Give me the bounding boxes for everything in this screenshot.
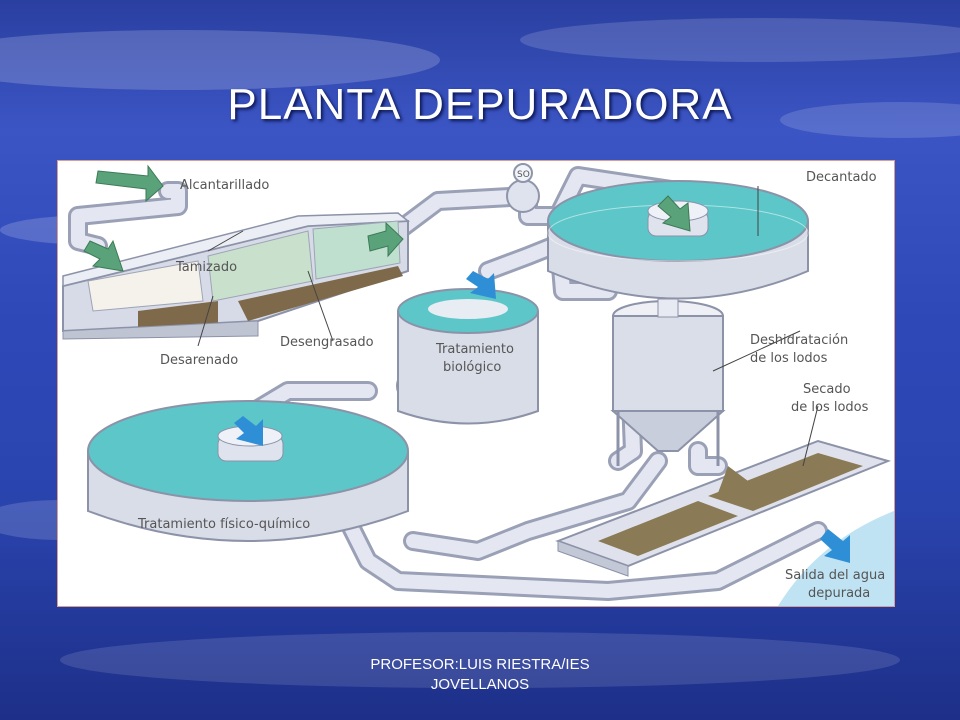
label-salida-line1: Salida del agua [785, 568, 885, 583]
label-tratamiento-biologico-line1: Tratamiento [435, 342, 514, 357]
label-secado-line1: Secado [803, 382, 851, 397]
valve-icon: SO [506, 163, 540, 213]
physicochemical-tank [87, 400, 409, 542]
label-secado-line2: de los lodos [791, 400, 869, 415]
label-desarenado: Desarenado [160, 353, 238, 368]
biological-tank [397, 288, 539, 425]
pretreatment-channel [62, 212, 411, 340]
footer-line-2: JOVELLANOS [430, 676, 530, 693]
label-deshidratacion-line1: Deshidratación [750, 333, 848, 348]
svg-text:SO: SO [517, 170, 530, 180]
label-alcantarillado: Alcantarillado [180, 178, 269, 193]
label-decantado: Decantado [806, 170, 877, 185]
label-deshidratacion-line2: de los lodos [750, 351, 828, 366]
drying-beds [555, 439, 892, 577]
label-desengrasado: Desengrasado [280, 335, 374, 350]
label-tamizado: Tamizado [175, 260, 237, 275]
leader-lines [197, 186, 819, 467]
label-salida-line2: depurada [808, 586, 870, 601]
slide-footer: PROFESOR:LUIS RIESTRA/IES JOVELLANOS [0, 655, 960, 695]
slide-title: PLANTA DEPURADORA [227, 80, 733, 129]
flow-arrow-icon [83, 164, 850, 563]
decantation-tank [547, 180, 809, 300]
dewatering-silo [610, 298, 726, 466]
label-fisico-quimico: Tratamiento físico-químico [137, 517, 310, 532]
label-tratamiento-biologico-line2: biológico [443, 360, 501, 375]
treatment-plant-diagram: SO SO [57, 160, 895, 607]
footer-line-1: PROFESOR:LUIS RIESTRA/IES [370, 656, 590, 673]
